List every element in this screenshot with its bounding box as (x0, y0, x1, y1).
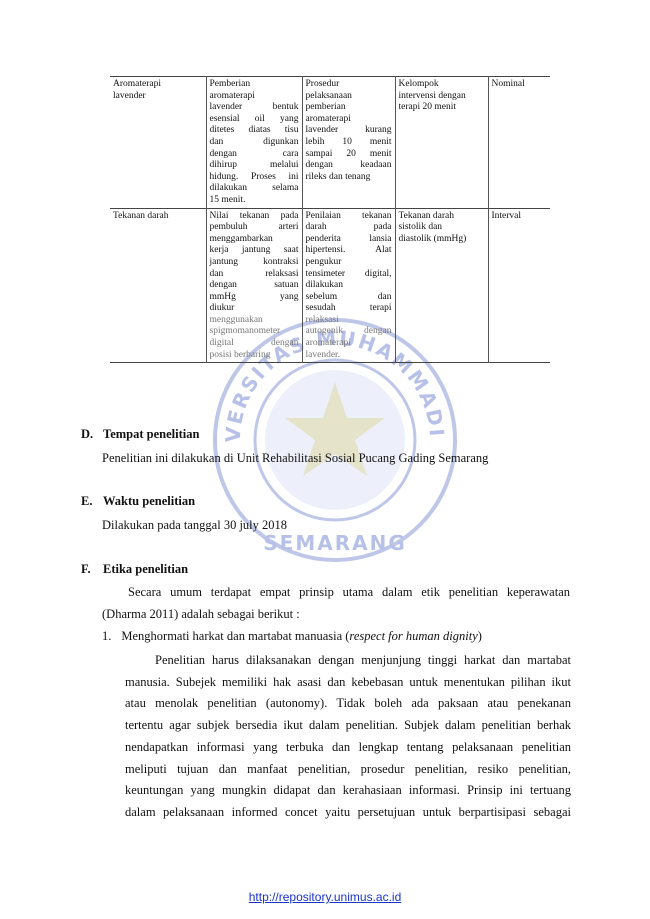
cell-line: darah pada (305, 222, 392, 233)
cell-line: menggambarkan (209, 233, 273, 244)
cell-line: aromaterapi (305, 338, 351, 349)
cell-line: dengan keadaan (305, 160, 392, 171)
cell-line: Aromaterapi (113, 79, 162, 89)
cell-line: dengan cara (209, 148, 299, 159)
cell-line: hidung. Proses ini (209, 171, 299, 182)
cell-line: spigmomanometer (209, 326, 281, 337)
cell-line: pengukur (305, 256, 342, 267)
cell-line: kerja jantung saat (209, 245, 299, 256)
seal-inner-ring (253, 358, 417, 522)
cell-line: diastolik (mmHg) (398, 233, 467, 244)
intro-line: Secara umum terdapat empat prinsip utama… (128, 585, 570, 599)
cell-line: dan relaksasi (209, 268, 299, 279)
intro-line: (Dharma 2011) adalah sebagai berikut : (102, 606, 300, 621)
cell-line: sistolik dan (398, 222, 443, 233)
cell-line: Tekanan darah (113, 210, 169, 221)
section-d-heading: D.Tempat penelitian (81, 427, 200, 441)
cell-line: Prosedur (305, 79, 340, 89)
ethics-item-1-paragraph: Penelitian harus dilaksanakan dengan men… (125, 650, 571, 824)
cell-line: dihirup melalui (209, 160, 299, 171)
cell-line: aromaterapi (209, 90, 255, 101)
cell-line: Tekanan darah (398, 210, 455, 221)
paragraph-line: Penelitian harus dilaksanakan dengan men… (155, 653, 571, 667)
cell-line: sebelum dan (305, 291, 392, 302)
paragraph-line: atau menolak penelitian (autonomy). Tida… (125, 696, 571, 711)
section-e-body: Dilakukan pada tanggal 30 july 2018 (102, 518, 288, 532)
cell-line: rileks dan tenang (305, 171, 371, 182)
cell-line: lavender bentuk (209, 102, 299, 113)
cell-line: autogenik dengan (305, 326, 392, 337)
cell-line: jantung kontraksi (209, 256, 299, 267)
cell-line: pembuluh arteri (209, 222, 299, 233)
cell-line: Penilaian tekanan (305, 210, 392, 221)
seal-center (265, 370, 405, 510)
cell-line: esensial oil yang (209, 113, 299, 124)
paragraph-line: meliputi tujuan dan manfaat penelitian, … (125, 761, 571, 776)
section-f-intro: Secara umum terdapat empat prinsip utama… (102, 582, 570, 625)
cell-line: intervensi dengan (398, 90, 466, 101)
cell-line: pemberian (305, 102, 346, 113)
cell-line: penderita lansia (305, 233, 392, 244)
cell-line: 15 menit. (209, 194, 246, 205)
cell-line: ditetes diatas tisu (209, 125, 299, 136)
cell-line: posisi berbaring (209, 349, 271, 360)
cell-line: menggunakan (209, 314, 263, 325)
cell-line: sampai 20 menit (305, 148, 392, 159)
cell-line: diukur (209, 303, 235, 314)
ethics-item-1-heading: 1.Menghormati harkat dan martabat manuas… (102, 629, 482, 643)
paragraph-line: manusia. Subejek memiliki hak asasi dan … (125, 674, 571, 689)
seal-bottom-text: SEMARANG (263, 531, 406, 555)
cell-line: lavender kurang (305, 125, 392, 136)
cell-variable: Tekanan darah (110, 208, 206, 363)
section-f-heading: F.Etika penelitian (81, 562, 189, 576)
repository-link[interactable]: http://repository.unimus.ac.id (248, 890, 402, 904)
cell-line: Nilai tekanan pada (209, 210, 299, 221)
cell-line: relaksasi (305, 314, 339, 325)
cell-scale: Interval (487, 208, 550, 363)
cell-line: hipertensi. Alat (305, 245, 392, 256)
paragraph-line: nendapatkan informasi yang terbuka dan l… (125, 739, 571, 754)
cell-line: Kelompok (398, 79, 439, 89)
footer: http://repository.unimus.ac.id (0, 890, 650, 904)
cell-line: lebih 10 menit (305, 136, 392, 147)
cell-line: digital dengan (209, 338, 299, 349)
paragraph-line: dalam pelaksanaan informed concet yaitu … (125, 804, 571, 819)
cell-line: pelaksanaan (305, 90, 352, 101)
cell-line: Pemberian (209, 79, 251, 89)
cell-line: dilakukan selama (209, 183, 299, 194)
cell-scale: Nominal (487, 76, 550, 209)
section-d-body: Penelitian ini dilakukan di Unit Rehabil… (102, 451, 489, 465)
cell-line: dengan satuan (209, 280, 299, 291)
cell-line: dan digunkan (209, 136, 299, 147)
paragraph-line: keuntungan yang mungkin didapat dan kera… (125, 783, 571, 798)
cell-line: tensimeter digital, (305, 268, 392, 279)
cell-line: aromaterapi (305, 113, 351, 124)
cell-line: mmHg yang (209, 291, 299, 302)
cell-line: lavender (113, 90, 146, 101)
cell-line: terapi 20 menit (398, 102, 457, 113)
cell-line: lavender. (305, 349, 341, 360)
cell-line: dilakukan (305, 280, 343, 291)
paragraph-line: tertentu agar subjek bersedia ikut dalam… (125, 718, 571, 733)
cell-line: sesudah terapi (305, 303, 392, 314)
section-e-heading: E.Waktu penelitian (81, 494, 196, 508)
